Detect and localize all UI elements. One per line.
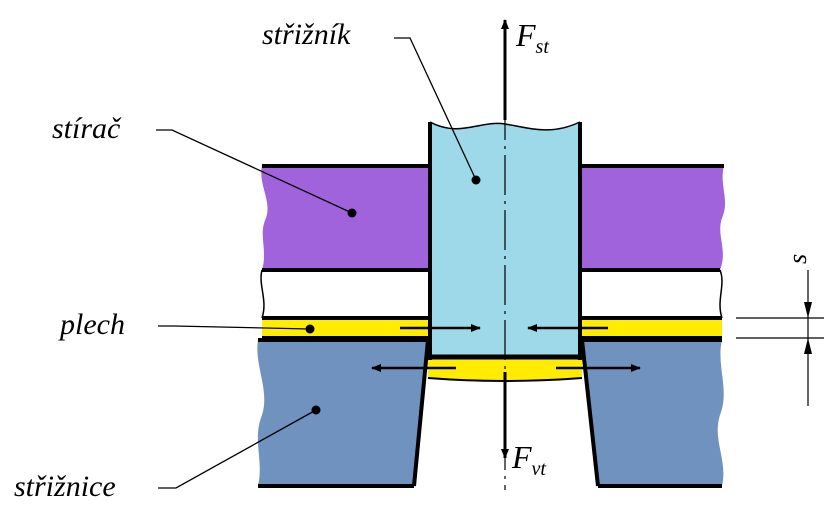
thickness-dimension [736,270,824,406]
force-lower-subscript: vt [532,458,547,480]
force-upper-subscript: st [536,36,550,58]
stripper-left [261,166,428,270]
label-die: střižnice [14,470,116,503]
sheet-left [262,318,428,338]
label-sheet: plech [58,308,125,341]
die-right [582,340,724,486]
stripper-right [582,166,726,270]
leaders [156,37,481,489]
sheet-right [582,318,722,338]
die [257,338,724,488]
label-thickness: s [783,254,812,264]
label-stripper: stírač [52,112,122,145]
label-force-upper: Fst [515,17,549,58]
force-lower-symbol: F [511,439,532,475]
stripper [261,164,726,272]
label-force-lower: Fvt [511,439,546,480]
sheet-force-arrows [371,324,641,372]
force-upper-symbol: F [515,17,536,53]
die-left [257,340,428,486]
label-punch: střižník [262,18,351,51]
